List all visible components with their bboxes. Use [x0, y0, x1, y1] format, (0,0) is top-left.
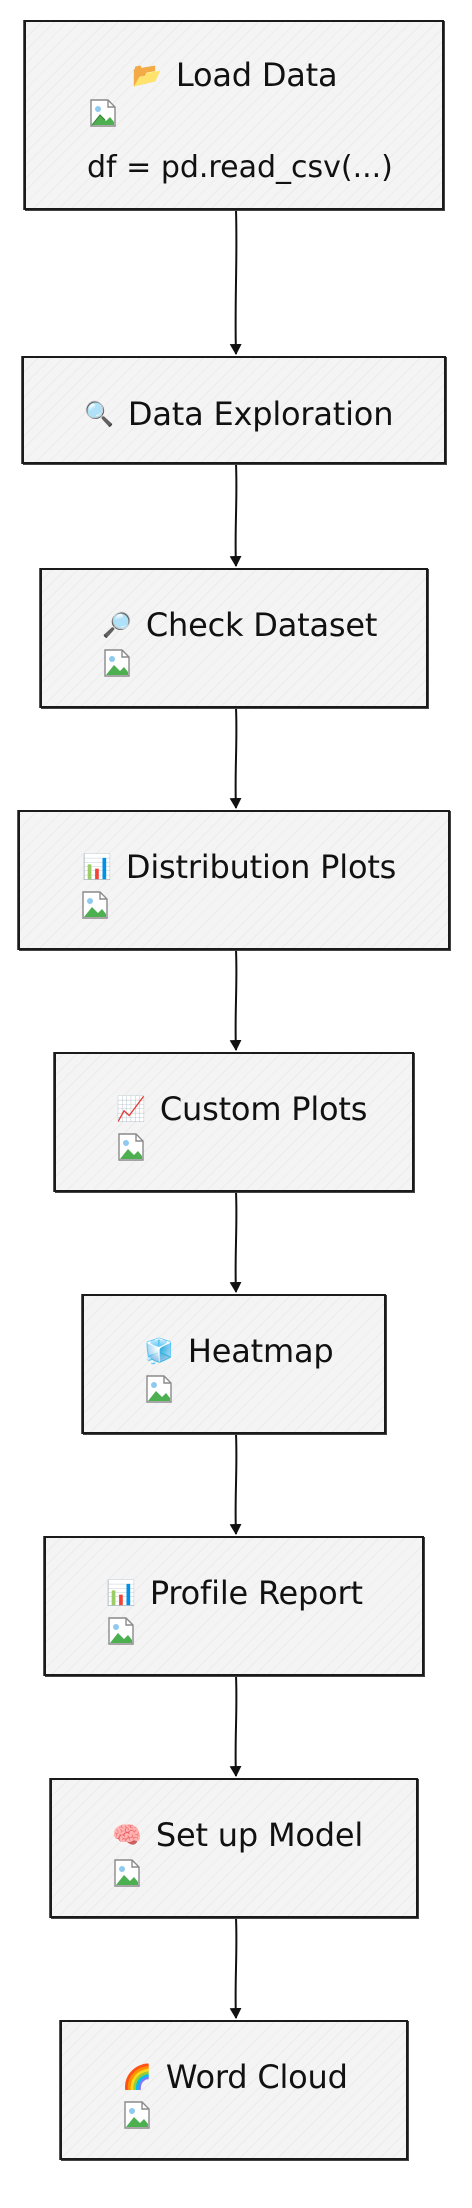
magnifier-right-icon: 🔎	[102, 611, 132, 639]
edge-check-dataset-to-distribution-plots	[229, 707, 242, 809]
node-data-exploration[interactable]: 🔍 Data Exploration	[22, 356, 446, 464]
node-label: Custom Plots	[159, 1090, 368, 1128]
broken-image-icon	[124, 2101, 150, 2129]
node-load-data[interactable]: 📂 Load Data df = pd.read_csv(...)	[24, 20, 444, 210]
broken-image-icon	[108, 1617, 134, 1645]
code-snippet: df = pd.read_csv(...)	[87, 150, 393, 185]
node-heatmap[interactable]: 🧊 Heatmap	[82, 1294, 386, 1434]
edge-distribution-plots-to-custom-plots	[229, 949, 242, 1051]
node-custom-plots[interactable]: 📈 Custom Plots	[54, 1052, 414, 1192]
ice-cube-icon: 🧊	[144, 1337, 174, 1365]
broken-image-icon	[104, 649, 130, 677]
node-label: Load Data	[175, 56, 338, 94]
node-check-dataset[interactable]: 🔎 Check Dataset	[40, 568, 428, 708]
broken-image-icon	[82, 891, 108, 919]
node-set-up-model[interactable]: 🧠 Set up Model	[50, 1778, 418, 1918]
node-label: Profile Report	[149, 1574, 363, 1612]
node-label: Word Cloud	[165, 2058, 348, 2096]
edge-data-exploration-to-check-dataset	[229, 463, 242, 567]
edge-profile-report-to-set-up-model	[229, 1675, 242, 1777]
open-folder-icon: 📂	[132, 61, 162, 89]
node-profile-report[interactable]: 📊 Profile Report	[44, 1536, 424, 1676]
magnifier-left-icon: 🔍	[84, 400, 114, 428]
node-label: Heatmap	[187, 1332, 334, 1370]
rainbow-icon: 🌈	[122, 2063, 152, 2091]
node-label: Check Dataset	[145, 606, 378, 644]
node-label: Set up Model	[155, 1816, 364, 1854]
line-chart-icon: 📈	[116, 1095, 146, 1123]
broken-image-icon	[114, 1859, 140, 1887]
broken-image-icon	[118, 1133, 144, 1161]
node-distribution-plots[interactable]: 📊 Distribution Plots	[18, 810, 450, 950]
broken-image-icon	[146, 1375, 172, 1403]
node-word-cloud[interactable]: 🌈 Word Cloud	[60, 2020, 408, 2160]
edge-custom-plots-to-heatmap	[229, 1191, 242, 1293]
edge-load-data-to-data-exploration	[229, 209, 242, 355]
edge-heatmap-to-profile-report	[229, 1433, 242, 1535]
broken-image-icon	[90, 99, 116, 127]
edge-set-up-model-to-word-cloud	[229, 1917, 242, 2019]
node-label: Data Exploration	[127, 395, 394, 433]
node-label: Distribution Plots	[125, 848, 397, 886]
brain-icon: 🧠	[112, 1821, 142, 1849]
bar-chart-icon: 📊	[106, 1579, 136, 1607]
bar-chart-icon: 📊	[82, 853, 112, 881]
